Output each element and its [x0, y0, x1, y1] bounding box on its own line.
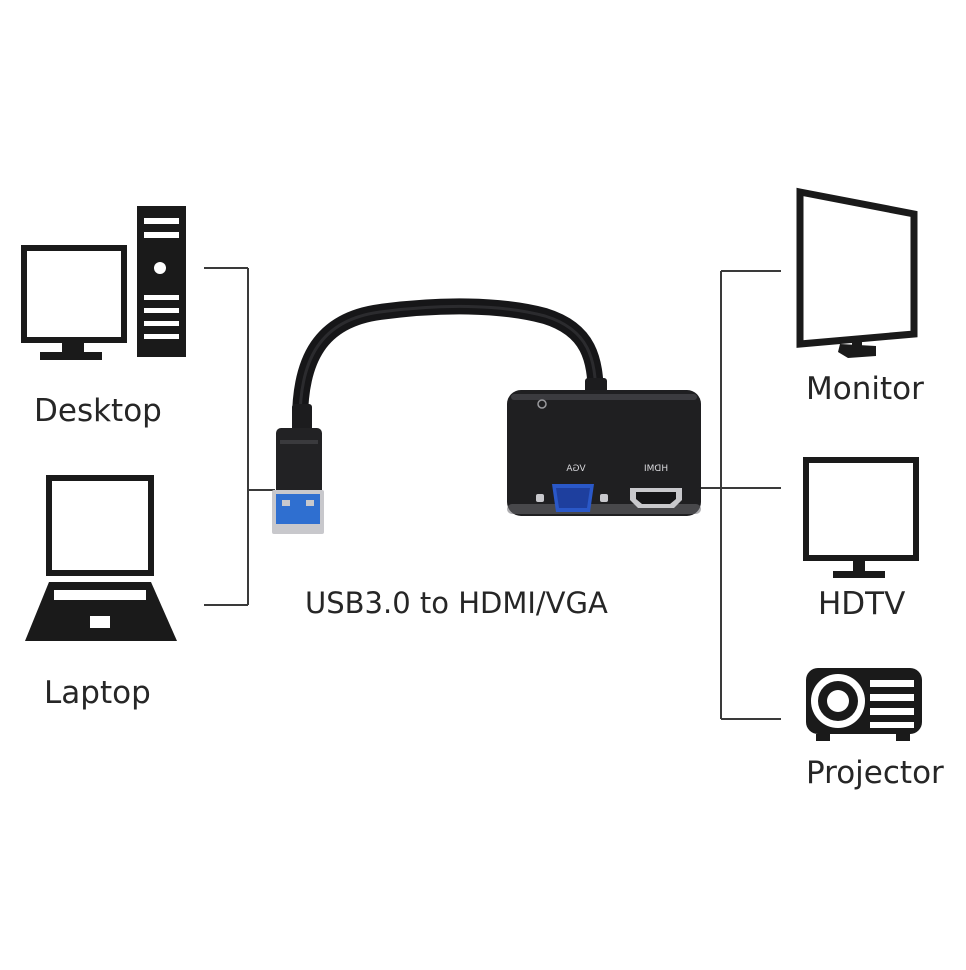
usb-blue-insert — [276, 494, 320, 524]
laptop-icon — [25, 475, 177, 641]
desktop-icon — [21, 206, 186, 360]
adapter-image: VGA HDMI — [272, 298, 701, 534]
adapter-title: USB3.0 to HDMI/VGA — [305, 586, 608, 620]
monitor-icon — [796, 187, 918, 358]
monitor-label: Monitor — [806, 371, 924, 407]
left-connector-lines — [204, 267, 275, 606]
hdtv-icon — [803, 457, 919, 578]
right-connector-lines — [700, 270, 781, 720]
vga-port — [536, 484, 608, 512]
hdmi-port — [630, 488, 682, 508]
projector-icon — [806, 668, 922, 741]
vga-port-label: VGA — [566, 464, 586, 474]
hdmi-port-label: HDMI — [644, 464, 668, 474]
usb-plug — [276, 428, 322, 496]
hdtv-label: HDTV — [818, 586, 906, 622]
laptop-label: Laptop — [44, 675, 151, 711]
desktop-label: Desktop — [34, 393, 162, 429]
projector-label: Projector — [806, 755, 944, 791]
